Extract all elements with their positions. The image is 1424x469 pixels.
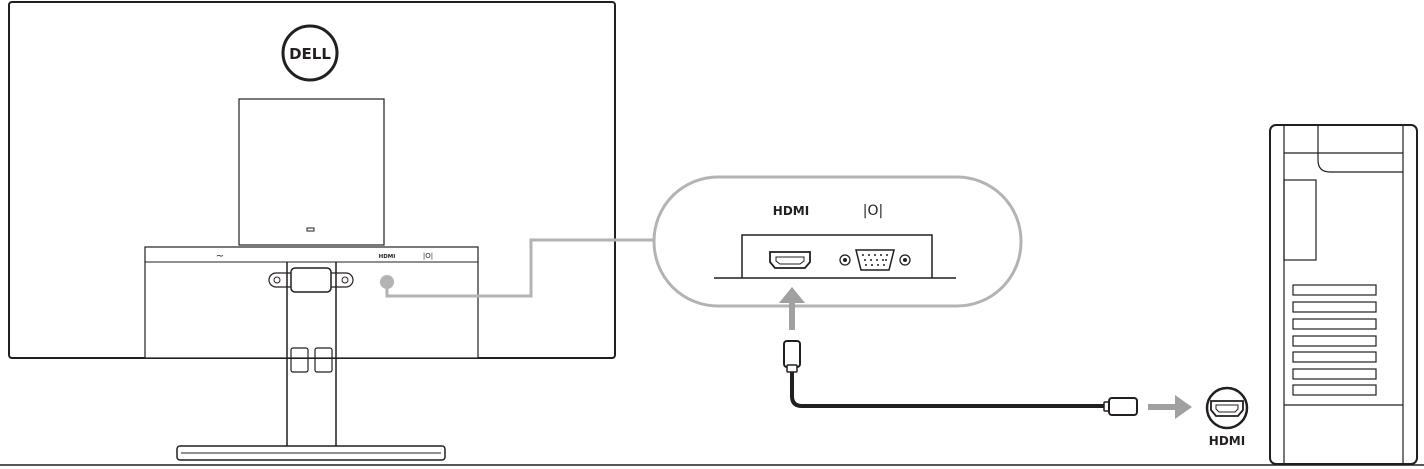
hdmi-cable	[779, 287, 1192, 419]
dell-logo-text: DELL	[289, 45, 331, 63]
cable-plug-monitor	[783, 340, 801, 368]
expansion-slot	[1292, 368, 1377, 380]
callout-port-panel	[741, 234, 933, 278]
callout-hdmi-label: HDMI	[773, 204, 809, 218]
callout-leader	[385, 238, 660, 298]
stand-column	[286, 262, 337, 446]
monitor-vga-label: |O|	[423, 252, 433, 260]
computer-hdmi-label: HDMI	[1209, 434, 1245, 448]
expansion-slot	[1292, 301, 1377, 313]
expansion-slot	[1292, 284, 1377, 296]
expansion-slot	[1292, 318, 1377, 330]
latch-screw-left	[273, 276, 281, 284]
cable-wire	[790, 370, 1106, 408]
expansion-slot	[1292, 335, 1377, 347]
computer-hdmi-port-icon	[1205, 386, 1249, 430]
insert-arrow-head	[779, 287, 805, 303]
computer-tower	[1269, 124, 1418, 465]
callout-capsule	[652, 175, 1023, 308]
vesa-plate	[238, 98, 385, 246]
cable-plug-monitor-strain	[786, 364, 798, 373]
callout-vga-label: |O|	[863, 203, 883, 219]
callout-hdmi-port-inner	[775, 256, 805, 265]
expansion-slot	[1292, 384, 1377, 396]
power-symbol: ~	[216, 251, 224, 262]
tower-inner-frame	[1283, 124, 1404, 465]
port-callout: HDMI |O|	[652, 175, 1023, 308]
expansion-slots	[1292, 284, 1377, 396]
expansion-slot	[1292, 351, 1377, 363]
cable-clip-left	[290, 347, 309, 373]
computer-arrow-head	[1175, 395, 1192, 419]
cable-clip-right	[314, 347, 333, 373]
io-panel	[144, 246, 479, 359]
dell-logo: DELL	[281, 24, 339, 82]
cable-plug-computer	[1108, 397, 1138, 416]
monitor-rear	[8, 1, 616, 461]
callout-vga-port	[839, 249, 911, 271]
monitor-hdmi-label: HDMI	[379, 254, 396, 260]
vesa-indicator	[306, 227, 315, 232]
psu-block	[1317, 125, 1403, 173]
latch-screw-right	[341, 276, 349, 284]
io-shield	[1283, 179, 1317, 261]
stand-latch-inner	[290, 267, 332, 293]
